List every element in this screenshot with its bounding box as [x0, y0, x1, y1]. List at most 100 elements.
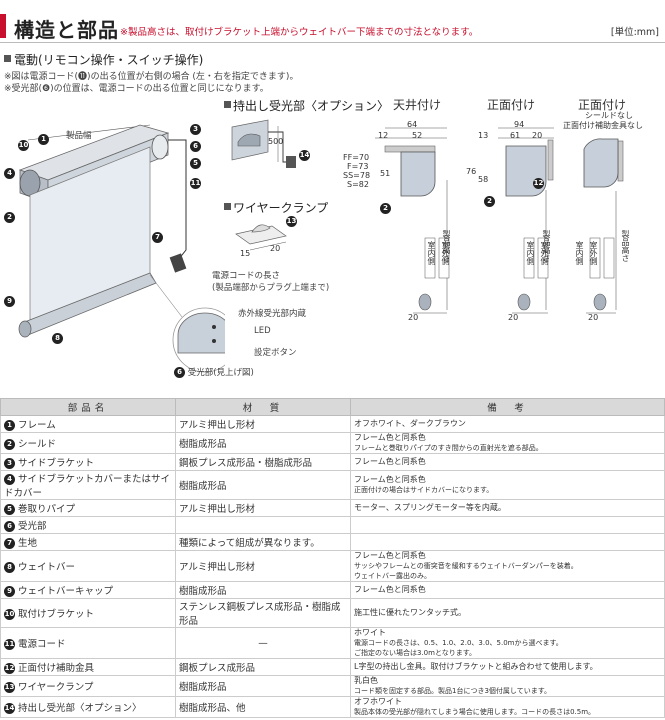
- front-dim-13: 13: [478, 131, 489, 140]
- part-name: サイドブラケット: [18, 458, 95, 469]
- part-name: 持出し受光部〈オプション〉: [18, 703, 142, 714]
- ceiling-dim-64: 64: [407, 120, 418, 129]
- view-front-noshield-drawing: [583, 138, 624, 314]
- part-note-line: フレームと巻取りパイプのすき間からの直射光を遮る部品。: [354, 444, 543, 452]
- front-bottom-dim: 20: [508, 313, 519, 322]
- part-number-badge: 8: [4, 562, 15, 573]
- part-note-line: ウェイトバー露出のみ。: [354, 572, 431, 580]
- part-material: —: [175, 627, 351, 659]
- part-note-line: コード類を固定する部品。製品1台につき3個付属しています。: [354, 687, 551, 695]
- part-material: アルミ押出し形材: [175, 415, 351, 433]
- part-name: 生地: [18, 538, 38, 549]
- part-name: サイドブラケットカバーまたはサイドカバー: [4, 474, 171, 499]
- ceiling-callout-2: 2: [380, 203, 391, 214]
- part-name: フレーム: [18, 420, 56, 431]
- ceiling-outside: 室外側: [441, 241, 450, 265]
- callout-6: 6: [190, 141, 201, 152]
- view-front-title: 正面付け: [487, 98, 536, 112]
- part-number-badge: 13: [4, 682, 15, 693]
- ceiling-height-label: 製品高さ: [442, 230, 451, 262]
- led-label: LED: [254, 326, 271, 336]
- part-number-badge: 11: [4, 639, 15, 650]
- part-note-line: フレーム色と同系色: [354, 585, 426, 594]
- part-material: ステンレス鋼板プレス成形品・樹脂成形品: [175, 598, 351, 628]
- part-name: シールド: [18, 439, 57, 450]
- setting-button-label: 設定ボタン: [254, 348, 297, 358]
- front-noshield-inside: 室内側: [575, 241, 584, 265]
- roller-shade-diagram: [18, 124, 225, 373]
- front-dim-94: 94: [514, 120, 525, 129]
- part-note-line: ご指定のない場合は3.0mとなります。: [354, 649, 477, 657]
- part-notes: モーター、スプリングモーター等を内蔵。: [350, 499, 665, 517]
- front-callout-2: 2: [484, 196, 495, 207]
- part-number-badge: 5: [4, 504, 15, 515]
- view-front-noshield-title: 正面付け: [578, 98, 627, 112]
- wire-clamp-title: ワイヤークランプ: [233, 201, 329, 215]
- header-divider: [0, 42, 665, 43]
- option-receiver-title: 持出し受光部〈オプション〉: [233, 99, 390, 113]
- part-name: 巻取りパイプ: [18, 504, 76, 515]
- front-noshield-height-label: 製品高さ: [621, 230, 630, 262]
- part-name: ウェイトバーキャップ: [18, 586, 114, 597]
- part-note-line: オフホワイト: [354, 697, 402, 706]
- callout-14: 14: [299, 150, 310, 161]
- section-note-1: ※図は電源コード(⓫)の出る位置が右側の場合 (左・右を指定できます)。: [4, 72, 299, 82]
- ceiling-dim-51: 51: [380, 169, 391, 178]
- section-note-2: ※受光部(❻)の位置は、電源コードの出る位置と同じになります。: [4, 84, 269, 94]
- part-notes: オフホワイト、ダークブラウン: [350, 415, 665, 433]
- callout-9: 9: [4, 296, 15, 307]
- callout-3: 3: [190, 124, 201, 135]
- part-name: 受光部: [18, 521, 47, 532]
- ceiling-inside: 室内側: [427, 241, 436, 265]
- view-ceiling-drawing: [375, 127, 450, 314]
- section-title: 電動(リモコン操作・スイッチ操作): [14, 53, 204, 67]
- ir-receiver-label: 赤外線受光部内蔵: [238, 309, 307, 319]
- part-material: [175, 516, 351, 534]
- callout-11: 11: [190, 178, 201, 189]
- part-material: アルミ押出し形材: [175, 550, 351, 582]
- view-front-noshield-sub2: 正面付け補助金具なし: [563, 121, 643, 130]
- part-material: 種類によって組成が異なります。: [175, 533, 351, 551]
- callout-1: 1: [38, 134, 49, 145]
- part-note-line: 製品本体の受光部が隠れてしまう場合に使用します。コードの長さは0.5m。: [354, 708, 596, 716]
- front-height-label: 製品高さ: [542, 230, 551, 262]
- part-note-line: オフホワイト、ダークブラウン: [354, 419, 466, 428]
- part-number-badge: 7: [4, 538, 15, 549]
- section-marker: [4, 55, 11, 62]
- part-number-badge: 12: [4, 663, 15, 674]
- part-notes: L字型の持出し金具。取付けブラケットと組み合わせて使用します。: [350, 658, 665, 676]
- part-number-badge: 1: [4, 420, 15, 431]
- wire-clamp-width: 20: [270, 244, 281, 253]
- view-ceiling-title: 天井付け: [393, 98, 442, 112]
- part-number-badge: 6: [4, 521, 15, 532]
- part-note-line: ホワイト: [354, 628, 386, 637]
- wire-clamp-drawing: [235, 224, 287, 251]
- ceiling-dim-12: 12: [378, 131, 389, 140]
- view-front-drawing: [498, 127, 554, 314]
- front-inside: 室内側: [526, 241, 535, 265]
- header-accent-bar: [0, 14, 6, 38]
- front-noshield-bottom-dim: 20: [588, 313, 599, 322]
- ceiling-s: S=82: [347, 180, 369, 189]
- cord-length-note-2: (製品端部からプラグ上端まで): [212, 283, 330, 293]
- part-notes: 施工性に優れたワンタッチ式。: [350, 598, 665, 628]
- page-title: 構造と部品: [14, 18, 119, 42]
- part-material: 樹脂成形品、他: [175, 696, 351, 718]
- part-note-line: フレーム色と同系色: [354, 551, 426, 560]
- part-name: ワイヤークランプ: [18, 682, 94, 693]
